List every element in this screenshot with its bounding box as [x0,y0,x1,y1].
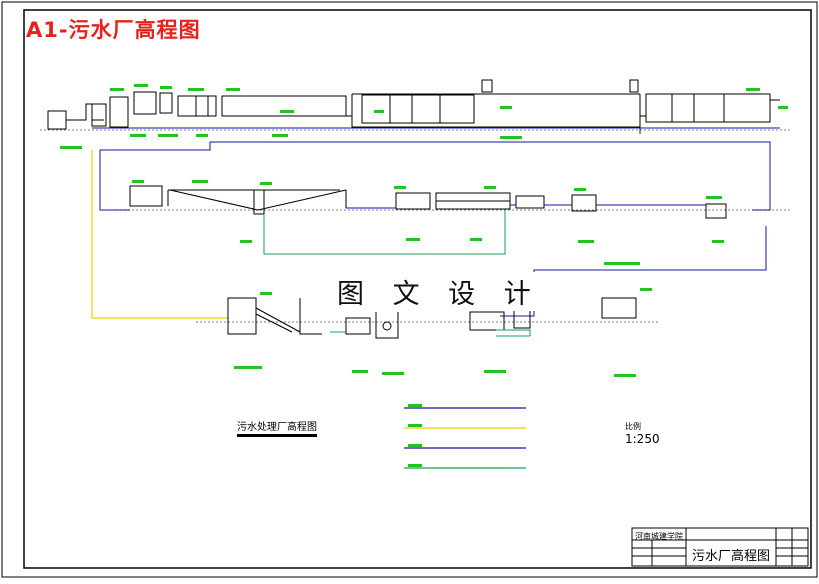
sludge-storage [601,297,637,319]
scale-note: 比例 1:250 [625,420,660,446]
sewage-line-1 [210,141,771,211]
legend [404,404,526,469]
sludge-line [91,150,228,319]
digester [345,317,371,335]
drawing-caption: 污水处理厂高程图 [237,418,317,437]
disinfection-tank [571,194,597,212]
aeration-tank [351,93,641,128]
coarse-screen [91,103,107,127]
primary-distribution [129,185,163,207]
sheet-title: A1-污水厂高程图 [26,18,201,42]
sewage-line-2 [500,226,767,317]
grit-chamber [177,95,217,117]
inner-frame [23,9,812,569]
sludge-pump [469,311,505,331]
outlet-well [705,203,727,219]
secondary-tank-top [645,93,771,123]
sludge-thickener [227,297,257,335]
row3-structures [227,297,637,339]
dewatering-house [375,312,399,339]
row1-structures [47,79,771,130]
inlet-well [47,110,67,130]
elevation-markers [60,84,788,377]
row2-structures [129,185,727,219]
scale-ratio: 1:250 [625,432,660,446]
secondary-clarifier [167,189,347,211]
title-block [631,527,809,567]
title-block-drawing-name: 污水厂高程图 [692,549,771,564]
watermark-text: 图 文 设 计 [333,272,545,311]
flocculation-tank [395,192,431,210]
pump-house [109,96,129,128]
scale-label: 比例 [625,422,641,431]
title-block-school: 河南城建学院 [635,532,683,541]
primary-tank [221,95,347,117]
fine-screen [133,91,157,115]
return-sludge-line [263,210,506,255]
